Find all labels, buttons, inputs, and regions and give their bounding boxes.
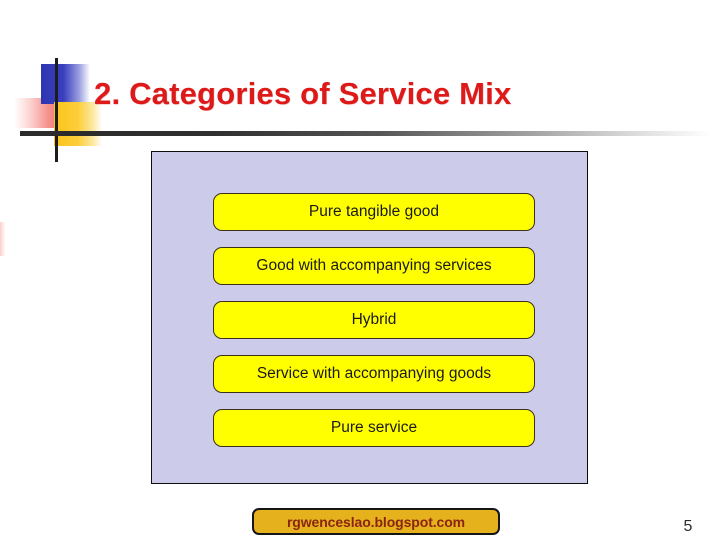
diagram-panel: Pure tangible good Good with accompanyin…	[151, 151, 588, 484]
category-label: Pure tangible good	[308, 203, 440, 221]
page-number: 5	[683, 518, 693, 535]
watermark-label: rgwenceslao.blogspot.com	[286, 513, 466, 530]
logo-yellow-square	[54, 102, 102, 146]
category-box-pure-tangible-good[interactable]: Pure tangible good	[213, 193, 535, 231]
decorative-logo	[14, 58, 102, 162]
edge-artifact	[0, 222, 6, 256]
category-box-pure-service[interactable]: Pure service	[213, 409, 535, 447]
logo-blue-square	[41, 64, 90, 104]
category-label: Pure service	[330, 419, 418, 437]
category-label: Hybrid	[351, 311, 397, 329]
category-box-hybrid[interactable]: Hybrid	[213, 301, 535, 339]
category-label: Good with accompanying services	[256, 257, 492, 275]
category-label: Service with accompanying goods	[256, 365, 492, 383]
category-box-service-with-accompanying-goods[interactable]: Service with accompanying goods	[213, 355, 535, 393]
category-box-good-with-accompanying-services[interactable]: Good with accompanying services	[213, 247, 535, 285]
title-divider-rule	[20, 131, 710, 136]
logo-vertical-line	[55, 58, 58, 162]
slide-title: 2. Categories of Service Mix	[94, 76, 512, 111]
watermark-badge[interactable]: rgwenceslao.blogspot.com	[252, 508, 500, 535]
